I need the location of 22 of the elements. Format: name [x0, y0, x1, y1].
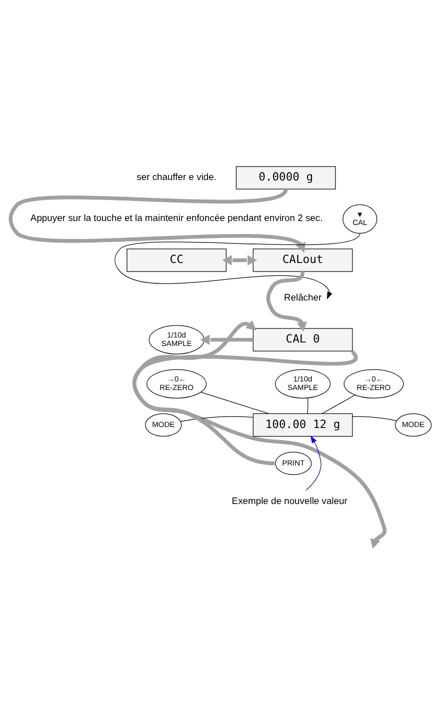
connector	[307, 397, 308, 414]
node-box: CAL 0	[252, 328, 353, 351]
node-box: 0.0000 g	[236, 166, 336, 189]
arrow	[132, 350, 386, 548]
connector	[180, 416, 254, 422]
connector	[352, 416, 397, 420]
node-text: Relâcher	[284, 291, 322, 302]
arrow	[266, 270, 307, 332]
arrow	[200, 334, 254, 344]
arrow	[306, 435, 322, 490]
node-text: Exemple de nouvelle valeur	[232, 494, 348, 506]
arrow	[8, 187, 306, 252]
arrow	[222, 254, 258, 265]
node-box: CC	[126, 248, 226, 272]
connector	[200, 391, 270, 414]
node-box: CALout	[252, 248, 353, 272]
node-box: 100.00 12 g	[252, 412, 353, 436]
label: ser chauffer e vide.	[136, 170, 216, 182]
connector	[321, 394, 356, 414]
arrow	[114, 232, 360, 299]
label: Appuyer sur la touche et la maintenir enfoncée pendant environ 2 sec.	[30, 212, 323, 223]
arrow	[132, 320, 275, 465]
